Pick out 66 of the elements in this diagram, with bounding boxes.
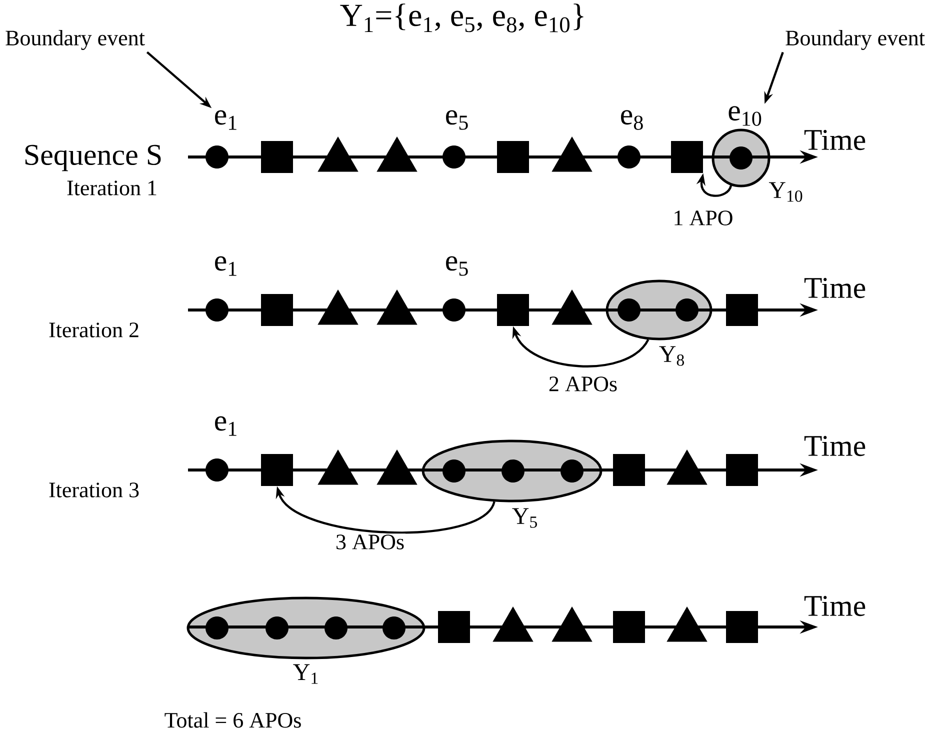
event-triangle	[376, 450, 418, 485]
event-square	[438, 611, 470, 643]
time-label: Time	[804, 278, 866, 298]
event-label: e$_{1}$	[215, 256, 236, 276]
event-square	[726, 611, 758, 643]
event-circle	[560, 460, 584, 482]
event-circle	[730, 146, 752, 170]
group-label: Y$_{1}$	[293, 664, 318, 684]
event-square	[497, 141, 529, 173]
event-triangle	[318, 290, 358, 325]
event-triangle	[376, 290, 418, 325]
event-square	[613, 454, 645, 486]
event-circle	[442, 146, 466, 168]
time-label: Time	[804, 436, 866, 456]
event-triangle	[318, 450, 358, 485]
event-square	[261, 454, 293, 486]
event-triangle	[318, 136, 358, 172]
event-label: e$_{1}$	[215, 416, 236, 436]
event-label: e$_{5}$	[446, 110, 468, 130]
event-circle	[382, 616, 406, 640]
event-circle	[676, 298, 698, 322]
event-label: e$_{8}$	[621, 110, 643, 130]
event-circle	[502, 460, 524, 482]
group-label: Y$_{5}$	[512, 508, 537, 528]
event-label: e$_{10}$	[728, 106, 762, 126]
group-label: Y$_{8}$	[659, 346, 684, 366]
event-circle	[324, 616, 348, 640]
event-circle	[442, 460, 466, 482]
iteration-label: Iteration 2	[49, 322, 138, 338]
event-circle	[206, 616, 228, 640]
event-square	[671, 141, 703, 173]
annotation-text: Boundary event	[786, 30, 925, 50]
event-triangle	[552, 290, 592, 325]
event-circle	[618, 298, 640, 322]
event-triangle	[552, 136, 592, 172]
event-square	[726, 454, 758, 486]
event-triangle	[666, 606, 708, 642]
annotation-text: Boundary event	[6, 30, 145, 50]
time-label: Time	[804, 130, 866, 150]
event-triangle	[666, 450, 708, 485]
sequence-label: Sequence S	[25, 144, 161, 172]
total-label: Total = 6 APOs	[164, 712, 301, 728]
edge-label: 2 APOs	[547, 376, 619, 392]
event-triangle	[376, 136, 418, 172]
time-label: Time	[804, 596, 866, 616]
event-label: e$_{5}$	[446, 256, 468, 276]
event-square	[726, 294, 758, 326]
group-label: Y$_{10}$	[768, 182, 802, 202]
event-square	[613, 611, 645, 643]
event-square	[261, 141, 293, 173]
event-square	[497, 294, 529, 326]
event-circle	[618, 146, 640, 168]
iteration-label: Iteration 1	[67, 180, 156, 196]
event-triangle	[492, 606, 534, 642]
event-circle	[206, 298, 228, 322]
event-circle	[206, 458, 228, 482]
edge-label: 3 APOs	[334, 534, 406, 550]
edge-label: 1 APO	[672, 210, 734, 226]
title: Y$_{1}$={e$_{1}$, e$_{5}$, e$_{8}$, e$_{10}$}	[340, 4, 584, 32]
event-triangle	[552, 606, 592, 642]
event-label: e$_{1}$	[215, 110, 236, 130]
iteration-label: Iteration 3	[49, 482, 139, 498]
event-square	[261, 294, 293, 326]
event-circle	[442, 298, 466, 322]
event-circle	[266, 616, 288, 640]
event-circle	[206, 146, 228, 168]
